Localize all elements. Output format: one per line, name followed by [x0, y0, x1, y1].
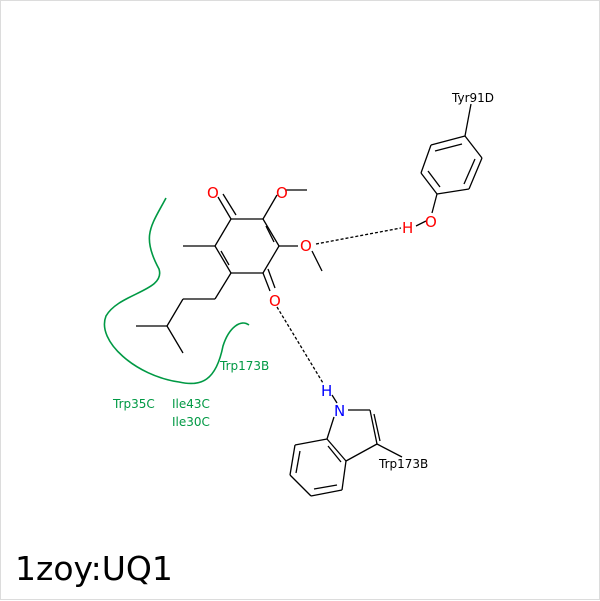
oxygen-atom-carbonyl-top: O [207, 184, 219, 202]
oxygen-atom-methoxy-mid: O [300, 237, 312, 255]
residue-label-tyr91d: Tyr91D [451, 91, 494, 105]
diagram-title: 1zoy:UQ1 [15, 549, 173, 588]
hydrogen-atom-tyr: H [402, 219, 413, 237]
ligand-bonds [136, 189, 323, 354]
hydrophobic-label-trp35c: Trp35C [112, 397, 155, 411]
oxygen-atom-tyr: O [425, 213, 437, 231]
hbond-o-trp [276, 306, 324, 384]
hydrophobic-contact-arc [103, 197, 250, 385]
hydrogen-bonds [276, 227, 402, 384]
tyrosine-bonds [415, 103, 483, 227]
nitrogen-atom-trp: N [334, 402, 345, 420]
oxygen-atom-carbonyl-bottom: O [269, 292, 281, 310]
residue-label-trp173b: Trp173B [378, 457, 428, 471]
oxygen-atom-methoxy-top: O [276, 184, 288, 202]
hydrophobic-label-ile30c: Ile30C [172, 415, 210, 429]
hydrogen-atom-trp: H [321, 382, 332, 400]
tryptophan-bonds [289, 394, 403, 497]
hydrophobic-label-trp173b: Trp173B [219, 359, 269, 373]
hydrophobic-label-ile43c: Ile43C [172, 397, 210, 411]
hbond-o-tyr [315, 227, 402, 245]
